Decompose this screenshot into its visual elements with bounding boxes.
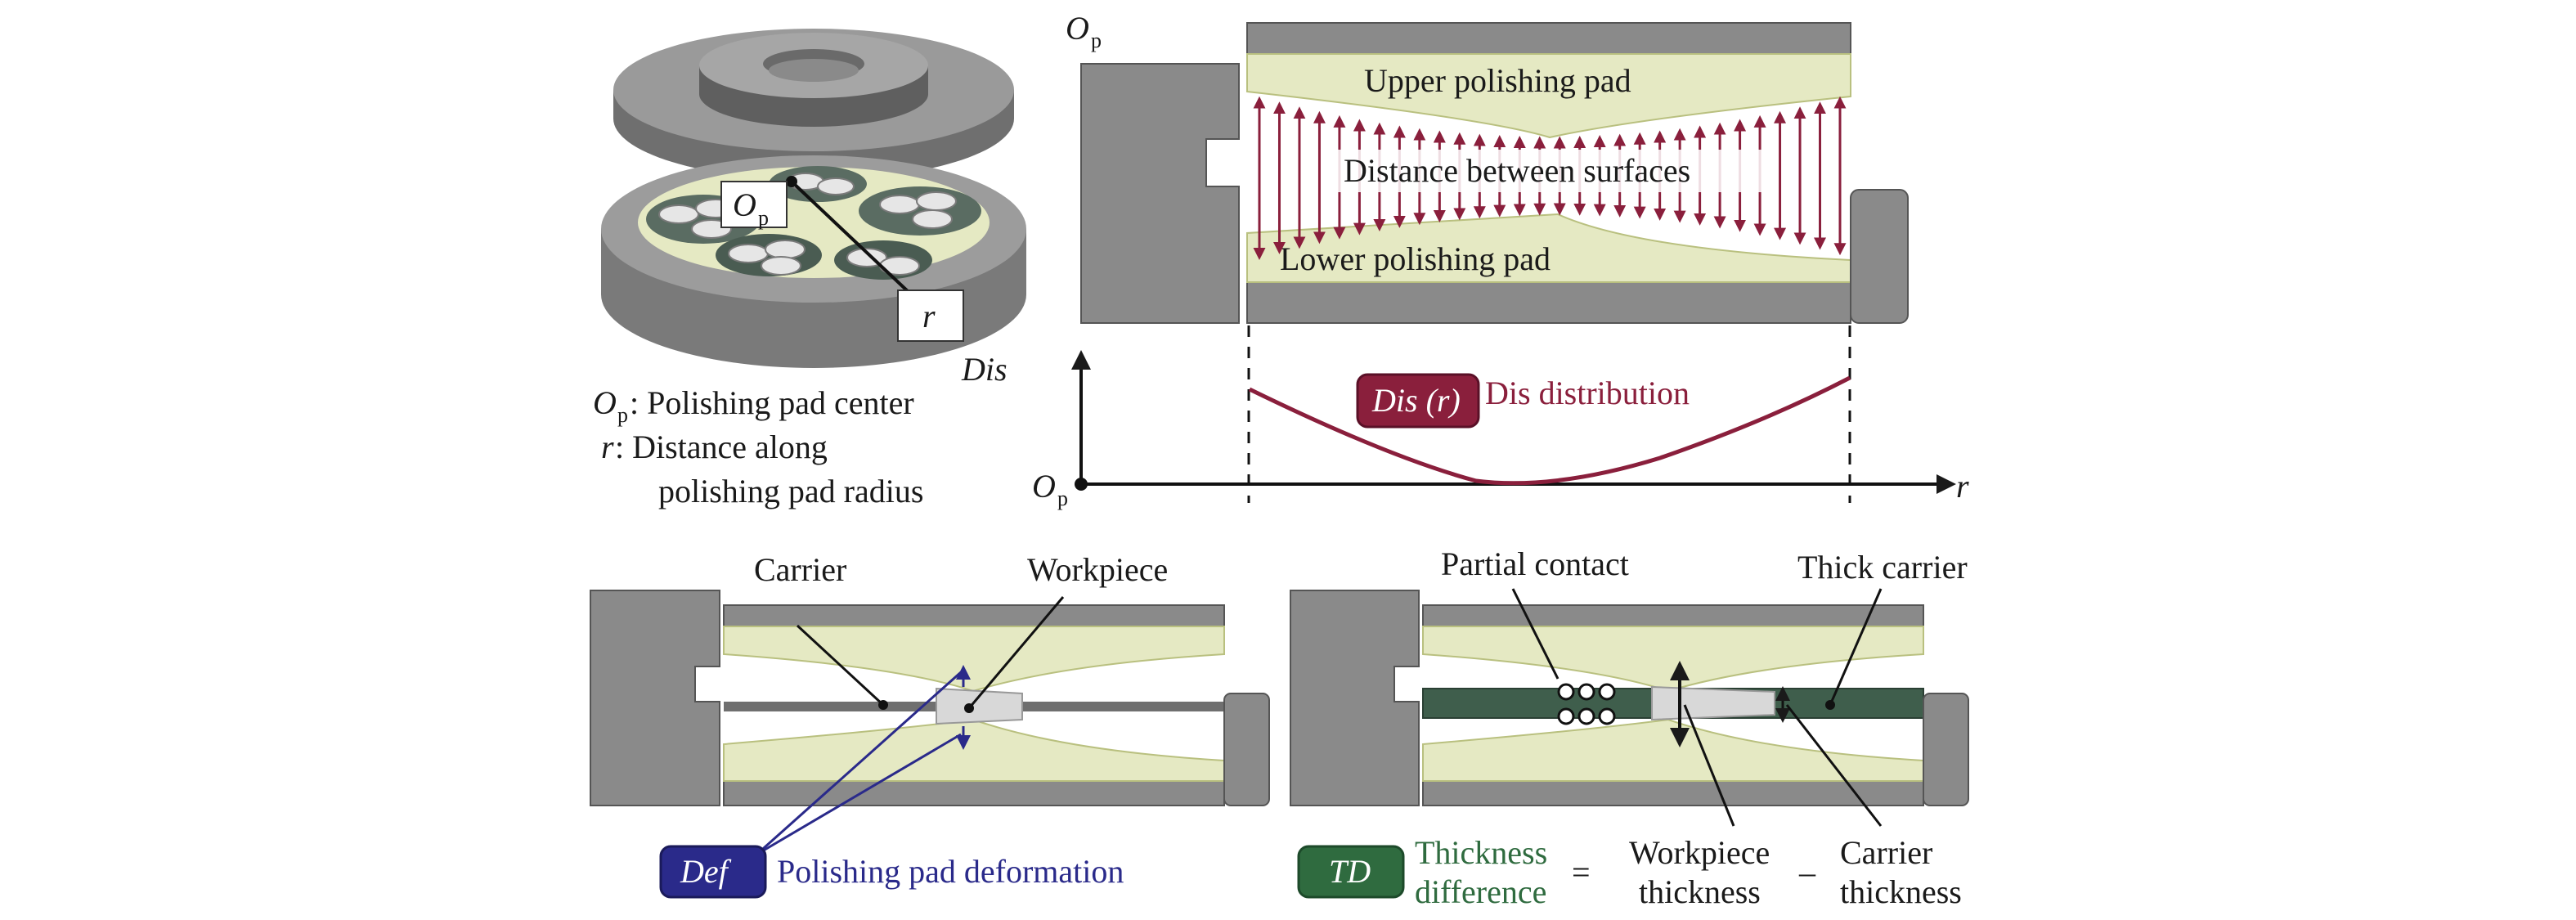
- upper-plate: [613, 29, 1014, 180]
- def-badge: [659, 845, 767, 899]
- carrier-thickness-line1: Carrier: [1840, 834, 1932, 871]
- deformation-section: Carrier Workpiece Def Polishing pad defo…: [590, 551, 1270, 899]
- dis-curve: [1248, 375, 1851, 486]
- def-badge-text: Def: [680, 853, 732, 890]
- dis-badge-text: Dis (r): [1371, 382, 1461, 419]
- upper-pad-label: Upper polishing pad: [1364, 62, 1631, 99]
- br-hub: [1290, 590, 1420, 806]
- legend-op-text: : Polishing pad center: [630, 384, 914, 421]
- dis-x-label: r: [1956, 468, 1969, 505]
- exploded-op-label: O: [733, 186, 756, 223]
- carrier-thickness-line2: thickness: [1840, 873, 1962, 910]
- definitions-legend: O p : Polishing pad center r : Distance …: [593, 384, 923, 509]
- dis-origin-subscript: p: [1057, 487, 1068, 510]
- workpiece-label: Workpiece: [1027, 551, 1168, 588]
- upper-pad-shape: [1246, 53, 1851, 139]
- partial-contact-marks: [1557, 683, 1616, 725]
- dis-caption: Dis distribution: [1485, 375, 1690, 411]
- hub-block: [1080, 63, 1240, 324]
- legend-r-text: : Distance along: [615, 429, 828, 465]
- legend-r-symbol: r: [601, 429, 614, 465]
- cross-section-top: O p Upper polishing pad Lower polishing …: [1066, 10, 1909, 503]
- equals-sign: =: [1572, 854, 1591, 891]
- td-badge: [1297, 845, 1405, 899]
- bl-hub: [590, 590, 720, 806]
- dis-plot: Dis O p r Dis (r) Dis distribution: [961, 350, 1969, 510]
- def-caption: Polishing pad deformation: [777, 853, 1124, 890]
- upper-platen: [1246, 22, 1851, 55]
- cross-op-subscript: p: [1091, 29, 1102, 52]
- dis-origin-label: O: [1032, 468, 1056, 505]
- distance-label: Distance between surfaces: [1344, 152, 1690, 189]
- partial-contact-label: Partial contact: [1441, 545, 1629, 582]
- cross-op-label: O: [1066, 10, 1089, 47]
- thick-carrier-label: Thick carrier: [1797, 549, 1968, 586]
- lower-platen: [1246, 281, 1851, 324]
- lower-pad-label: Lower polishing pad: [1280, 240, 1551, 277]
- carrier-label: Carrier: [754, 551, 846, 588]
- legend-r-text-cont: polishing pad radius: [658, 473, 923, 509]
- exploded-r-label: r: [922, 298, 936, 334]
- br-workpiece: [1651, 685, 1775, 721]
- bl-workpiece: [936, 687, 1023, 725]
- workpiece-thickness-line1: Workpiece: [1629, 834, 1770, 871]
- exploded-view: O p r: [601, 29, 1026, 368]
- legend-op-symbol: O: [593, 384, 617, 421]
- legend-op-subscript: p: [617, 403, 628, 427]
- minus-sign: –: [1798, 854, 1816, 891]
- td-badge-text: TD: [1329, 853, 1371, 890]
- td-line1: Thickness: [1415, 834, 1547, 871]
- workpiece-thickness-line2: thickness: [1639, 873, 1761, 910]
- td-line2: difference: [1415, 873, 1546, 910]
- right-block: [1850, 189, 1909, 324]
- thickness-section: Partial contact Thick carrier TD Thickne…: [1290, 545, 1969, 910]
- exploded-op-subscript: p: [758, 206, 769, 230]
- dis-y-label: Dis: [961, 351, 1008, 388]
- dis-badge: [1356, 373, 1480, 429]
